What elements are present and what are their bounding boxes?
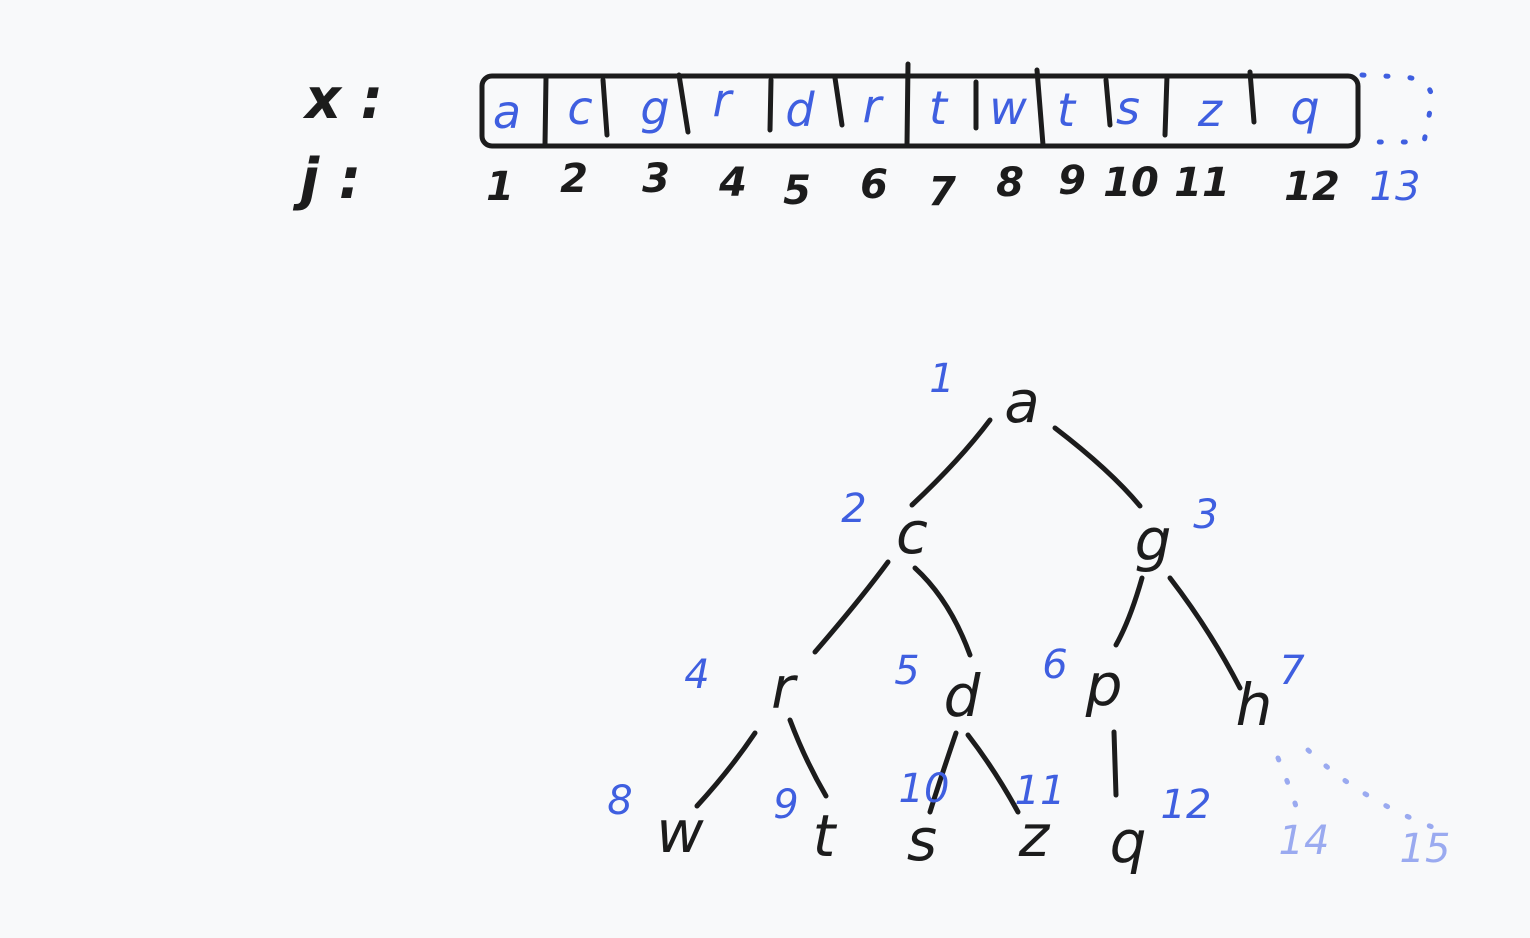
array-index: 3 [642,156,670,202]
array-cell: w [989,81,1027,135]
array-cell: s [1116,81,1140,135]
array-extension-dotted [1357,72,1435,145]
tree-node: h [1236,671,1273,739]
tree-edge [1111,729,1119,798]
tree-nodes: a c g r d p h w t s z q [656,368,1272,876]
x-row-label: x : [302,67,383,132]
tree-index: 6 [1042,642,1067,688]
cell-divider [832,75,845,128]
tree-index: 10 [899,766,950,812]
tree-edge [1113,575,1145,648]
array-cell: z [1197,83,1223,137]
array-cells: a c g r d r t w t s z q [493,73,1320,139]
tree-index: 4 [684,652,709,698]
array-cell: g [640,81,669,135]
array-index: 10 [1103,160,1159,206]
tree-index: 2 [841,486,866,532]
array-index: 7 [928,169,956,215]
array-index: 9 [1058,158,1086,204]
cell-divider [1162,73,1170,138]
array-index: 2 [560,156,588,202]
tree-index: 3 [1193,492,1218,538]
array-box [479,73,1361,149]
tree-node: s [907,806,937,874]
tree-node: d [944,662,982,730]
j-row-label: j : [292,147,361,212]
array-cell: c [567,81,592,135]
array-extra-index: 13 [1370,164,1421,210]
array-index: 6 [860,162,888,208]
cell-divider [1034,67,1046,148]
cell-divider [676,72,691,135]
tree-index: 11 [1015,768,1066,814]
array-indices: 1 2 3 4 5 6 7 8 9 10 11 12 [486,156,1340,215]
tree-edge [927,730,959,815]
tree-node: z [1018,802,1051,870]
tree-node: p [1085,651,1123,719]
tree-edge [1167,575,1243,691]
tree-index: 7 [1279,648,1305,694]
tree-node: g [1135,506,1172,574]
tree-edge [812,559,891,655]
cell-divider [1247,69,1257,125]
tree-node: t [813,802,838,870]
tree-edge [787,717,829,799]
tree-indices: 1 2 3 4 5 6 7 8 9 10 11 12 [607,356,1305,828]
array-cell: d [785,83,815,137]
tree-ghost-index: 14 [1279,818,1330,864]
array-index: 5 [783,168,811,214]
tree-edge [965,732,1021,815]
tree-index: 1 [929,356,954,402]
tree-node: w [656,798,704,866]
array-cell: r [863,79,885,133]
array-index: 1 [486,164,514,210]
array-cell: a [493,85,521,139]
tree-ghost-edge [1305,747,1443,833]
cell-divider [542,75,549,148]
array-index: 11 [1174,160,1230,206]
array-index: 4 [718,160,747,206]
tree-edges [694,417,1443,833]
tree-edge [694,730,758,809]
tree-edge [909,417,993,508]
tree-index: 5 [894,648,919,694]
array-cell: t [929,81,949,135]
array-cell: t [1057,83,1077,137]
tree-node: q [1110,808,1147,876]
tree-node: r [771,654,798,722]
array-index: 8 [996,160,1024,206]
tree-index: 8 [607,778,632,824]
tree-edge [912,565,973,658]
array-cell: r [713,73,735,127]
cell-divider [1103,77,1113,128]
tree-ghost-edge [1275,755,1303,823]
array-index: 12 [1284,164,1340,210]
cell-divider [767,77,774,133]
tree-index: 12 [1161,782,1212,828]
tree-edge [1052,425,1143,509]
cell-divider [904,61,911,148]
cell-divider [600,77,610,138]
tree-node: a [1004,368,1040,436]
tree-ghost-indices: 14 15 [1279,818,1451,872]
tree-ghost-index: 15 [1400,826,1451,872]
tree-node: c [896,499,928,567]
tree-index: 9 [773,782,798,828]
array-cell: q [1290,81,1319,135]
